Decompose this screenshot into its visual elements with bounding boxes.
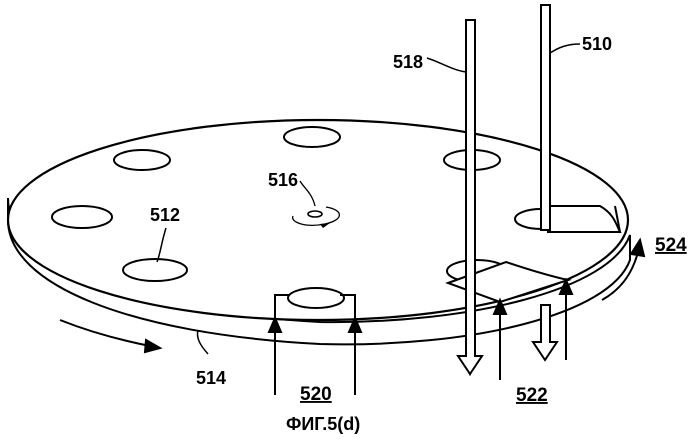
label-518: 518 [393,52,423,72]
hole [52,206,112,228]
hole [123,259,187,281]
label-522: 522 [516,385,548,406]
label-516: 516 [268,170,298,190]
hole [288,288,344,308]
hole [114,150,170,170]
label-520: 520 [300,384,332,405]
figure-caption: ФИГ.5(d) [286,414,360,434]
label-510: 510 [582,34,612,54]
label-524: 524 [655,235,687,256]
label-512: 512 [150,205,180,225]
hole [284,127,340,147]
label-514: 514 [196,368,226,388]
